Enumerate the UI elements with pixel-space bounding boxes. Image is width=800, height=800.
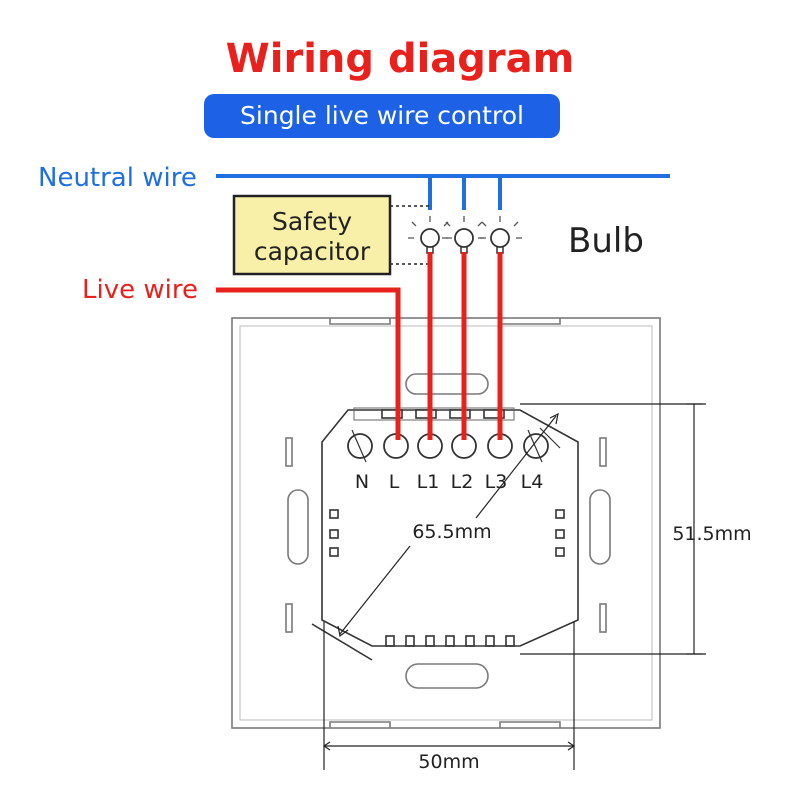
diagonal-dimension-label: 65.5mm: [412, 521, 491, 543]
terminal-l3-label: L3: [485, 471, 508, 493]
dimension-lines: [322, 403, 706, 770]
bulb-2-icon: [442, 216, 486, 254]
terminal-l2-label: L2: [451, 471, 474, 493]
neutral-wire-label: Neutral wire: [38, 163, 197, 193]
live-wire-label: Live wire: [82, 275, 198, 305]
page-title: Wiring diagram: [225, 36, 575, 82]
neutral-wire: [216, 174, 670, 210]
live-wire: [216, 252, 503, 440]
switch-module: [311, 407, 579, 661]
terminal-l-label: L: [389, 471, 400, 493]
switch-plate: [231, 317, 661, 729]
capacitor-label-line2: capacitor: [254, 237, 371, 266]
terminal-screws: [347, 427, 561, 463]
bulb-1-icon: [408, 216, 452, 254]
terminal-l1-label: L1: [417, 471, 440, 493]
width-dimension-label: 50mm: [418, 751, 479, 773]
bulb-3-icon: [478, 216, 522, 254]
capacitor-label-line1: Safety: [272, 207, 352, 236]
terminal-n-label: N: [355, 471, 369, 493]
bulb-label: Bulb: [568, 221, 644, 261]
height-dimension-label: 51.5mm: [672, 523, 751, 545]
terminal-l4-label: L4: [521, 471, 544, 493]
safety-capacitor: Safety capacitor: [232, 194, 430, 276]
subtitle-pill: Single live wire control: [204, 94, 560, 138]
